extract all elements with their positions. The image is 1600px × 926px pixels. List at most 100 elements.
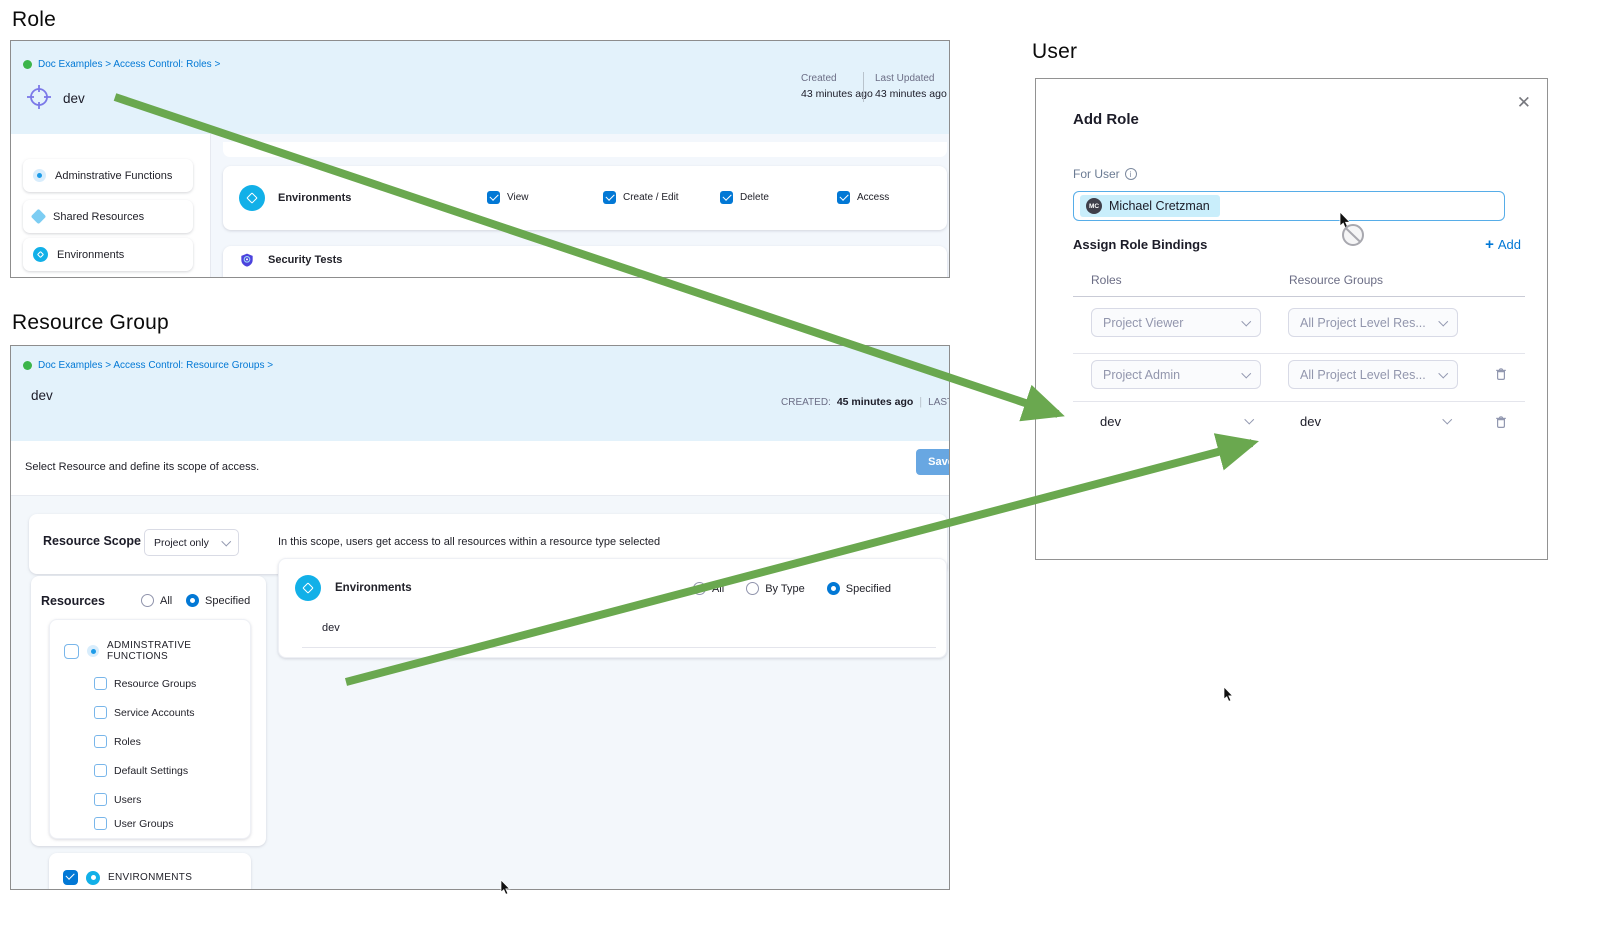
save-button-label: Save	[928, 456, 949, 468]
environments-icon	[295, 575, 321, 601]
tree-item-default-settings[interactable]: Default Settings	[94, 764, 188, 777]
radio-on-icon[interactable]	[186, 594, 199, 607]
add-role-dialog: ✕ Add Role For User i MC Michael Cretzma…	[1035, 78, 1548, 560]
tree-item-service-accounts[interactable]: Service Accounts	[94, 706, 195, 719]
checkbox-checked-icon[interactable]	[837, 191, 850, 204]
resource-group-name: dev	[31, 388, 53, 403]
checkbox-checked-icon[interactable]	[603, 191, 616, 204]
environments-scope-card: Environments All By Type Specified dev	[278, 558, 947, 658]
resource-group-panel: Doc Examples > Access Control: Resource …	[10, 345, 950, 890]
binding-2-role-value[interactable]: dev	[1100, 414, 1121, 429]
binding-0-role-select[interactable]: Project Viewer	[1091, 308, 1261, 337]
administrative-functions-icon	[33, 169, 46, 182]
resources-radio-specified[interactable]: Specified	[186, 594, 250, 607]
avatar: MC	[1086, 198, 1102, 214]
permission-label: Create / Edit	[623, 192, 679, 203]
checkbox-checked-icon[interactable]	[487, 191, 500, 204]
radio-off-icon[interactable]	[692, 582, 706, 595]
save-button[interactable]: Save	[916, 449, 949, 475]
tree-item-label: Service Accounts	[114, 706, 195, 719]
checkbox-unchecked-icon[interactable]	[94, 706, 107, 719]
sidebar-item-administrative-functions[interactable]: Adminstrative Functions	[23, 159, 193, 192]
scope-radio-specified[interactable]: Specified	[826, 582, 891, 595]
environment-item-dev[interactable]: dev	[322, 622, 340, 634]
radio-off-icon[interactable]	[141, 594, 154, 607]
radio-label: All	[711, 582, 725, 595]
resource-scope-label: Resource Scope	[43, 534, 141, 548]
permission-label: Delete	[740, 192, 769, 203]
checkbox-unchecked-icon[interactable]	[94, 817, 107, 830]
resource-group-section-title: Resource Group	[12, 311, 169, 334]
role-permissions-area: Environments View Create / Edit Delete A…	[211, 134, 949, 277]
delete-binding-icon[interactable]	[1493, 366, 1509, 382]
add-button-label: Add	[1497, 237, 1521, 252]
for-user-label: For User	[1073, 167, 1120, 181]
checkbox-unchecked-icon[interactable]	[94, 793, 107, 806]
resource-group-toolbar: Select Resource and define its scope of …	[11, 441, 949, 496]
tree-item-users[interactable]: Users	[94, 793, 141, 806]
scope-radio-all[interactable]: All	[692, 582, 725, 595]
binding-0-resource-group-select[interactable]: All Project Level Res...	[1288, 308, 1458, 337]
add-binding-button[interactable]: + Add	[1485, 236, 1521, 253]
sidebar-item-shared-resources[interactable]: Shared Resources	[23, 200, 193, 233]
project-dot-icon	[23, 361, 32, 370]
for-user-input[interactable]: MC Michael Cretzman	[1073, 191, 1505, 221]
column-header-resource-groups: Resource Groups	[1289, 273, 1384, 287]
chevron-down-icon	[1241, 316, 1251, 326]
chevron-down-icon	[1438, 368, 1448, 378]
shared-resources-icon	[30, 208, 47, 225]
info-icon[interactable]: i	[1124, 168, 1137, 180]
environments-permissions-row: Environments View Create / Edit Delete A…	[223, 166, 947, 230]
close-icon[interactable]: ✕	[1516, 93, 1531, 112]
environments-icon	[33, 247, 48, 262]
sidebar-item-label: Adminstrative Functions	[55, 169, 173, 182]
tree-item-resource-groups[interactable]: Resource Groups	[94, 677, 196, 690]
binding-2-resource-group-value[interactable]: dev	[1300, 414, 1321, 429]
resource-scope-select[interactable]: Project only	[144, 529, 239, 556]
chevron-down-icon	[221, 536, 231, 546]
binding-1-resource-group-select[interactable]: All Project Level Res...	[1288, 360, 1458, 389]
chevron-down-icon[interactable]	[1244, 414, 1254, 424]
radio-off-icon[interactable]	[746, 582, 760, 595]
delete-binding-icon[interactable]	[1493, 414, 1509, 430]
radio-on-icon[interactable]	[826, 582, 840, 595]
chevron-down-icon	[1241, 368, 1251, 378]
row-divider	[302, 647, 936, 648]
user-chip[interactable]: MC Michael Cretzman	[1080, 195, 1220, 217]
checkbox-unchecked-icon[interactable]	[64, 643, 79, 659]
resources-radio-all[interactable]: All	[141, 594, 172, 607]
environments-tree-card[interactable]: ENVIRONMENTS	[49, 853, 251, 889]
row-divider	[1073, 353, 1525, 354]
role-breadcrumb[interactable]: Doc Examples > Access Control: Roles >	[23, 59, 220, 70]
binding-1-role-select[interactable]: Project Admin	[1091, 360, 1261, 389]
tree-item-user-groups[interactable]: User Groups	[94, 817, 174, 830]
checkbox-checked-icon[interactable]	[63, 870, 78, 885]
sidebar-item-label: Environments	[57, 248, 125, 261]
role-crosshair-icon	[27, 85, 51, 109]
sidebar-item-label: Shared Resources	[53, 210, 145, 223]
checkbox-unchecked-icon[interactable]	[94, 735, 107, 748]
checkbox-unchecked-icon[interactable]	[94, 764, 107, 777]
chevron-down-icon[interactable]	[1442, 414, 1452, 424]
permission-view[interactable]: View	[487, 191, 529, 204]
role-breadcrumb-text[interactable]: Doc Examples > Access Control: Roles >	[38, 59, 221, 70]
role-name: dev	[63, 91, 85, 106]
tree-item-label: User Groups	[114, 817, 174, 830]
radio-label: By Type	[765, 582, 805, 595]
permission-access[interactable]: Access	[837, 191, 889, 204]
sidebar-item-environments[interactable]: Environments	[23, 238, 193, 271]
permission-create-edit[interactable]: Create / Edit	[603, 191, 679, 204]
resource-group-breadcrumb-text[interactable]: Doc Examples > Access Control: Resource …	[38, 360, 274, 371]
role-sidebar: Adminstrative Functions Shared Resources…	[11, 134, 211, 277]
tree-item-roles[interactable]: Roles	[94, 735, 141, 748]
scope-radio-by-type[interactable]: By Type	[746, 582, 805, 595]
security-tests-row: Security Tests	[223, 246, 947, 277]
checkbox-checked-icon[interactable]	[720, 191, 733, 204]
permission-delete[interactable]: Delete	[720, 191, 769, 204]
chevron-down-icon	[1438, 316, 1448, 326]
dialog-title: Add Role	[1073, 111, 1139, 128]
resource-group-breadcrumb[interactable]: Doc Examples > Access Control: Resource …	[23, 360, 273, 371]
resources-label: Resources	[41, 594, 105, 608]
checkbox-unchecked-icon[interactable]	[94, 677, 107, 690]
tree-header-admin-functions[interactable]: ADMINSTRATIVE FUNCTIONS	[64, 640, 250, 662]
